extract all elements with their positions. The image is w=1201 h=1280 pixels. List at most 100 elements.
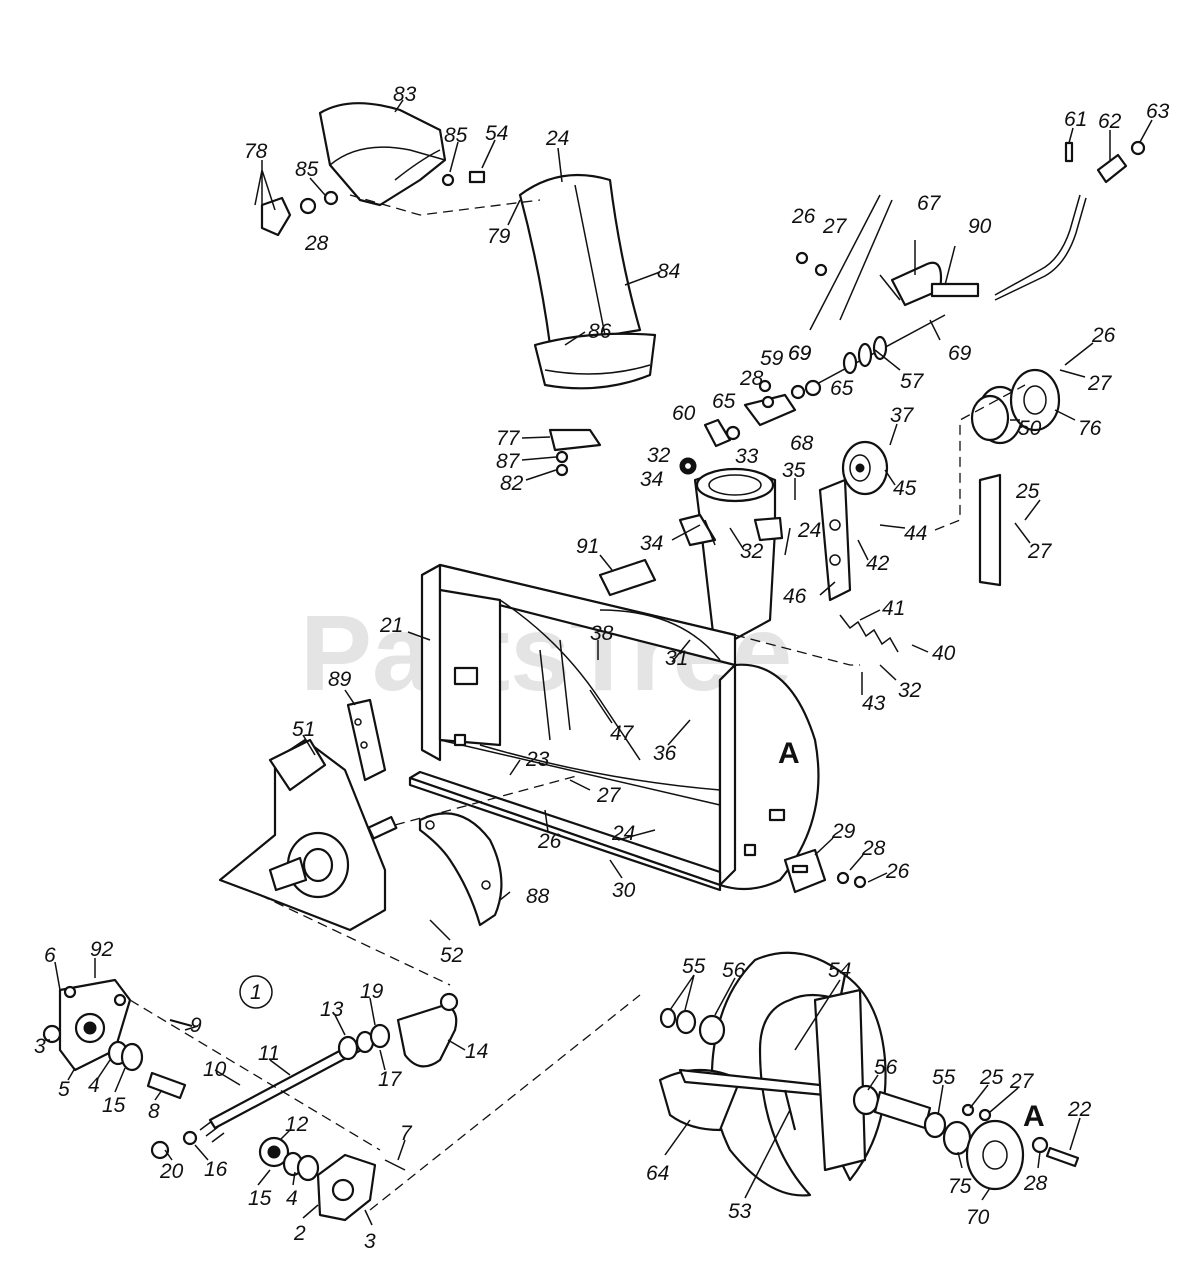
part-label: 11 xyxy=(258,1042,280,1065)
part-label: 45 xyxy=(893,477,917,500)
part-label: 84 xyxy=(657,260,680,283)
part-label: 68 xyxy=(790,432,814,455)
part-label: 70 xyxy=(966,1206,990,1229)
part-label: 28 xyxy=(304,232,329,255)
section-marker: 1 xyxy=(250,981,262,1004)
part-label: 41 xyxy=(882,597,905,620)
part-label: 50 xyxy=(1018,417,1042,440)
ref-mark-a-housing: A xyxy=(778,737,800,770)
support-bar-27 xyxy=(978,473,1002,587)
part-label: 9 xyxy=(190,1014,202,1037)
part-label: 28 xyxy=(861,837,886,860)
part-label: 32 xyxy=(740,540,764,563)
part-label: 12 xyxy=(285,1113,309,1136)
gasket-14 xyxy=(396,992,459,1068)
bracket-91 xyxy=(598,558,657,597)
part-label: 27 xyxy=(822,215,848,238)
part-label: 69 xyxy=(788,342,812,365)
part-label: 34 xyxy=(640,468,663,491)
section-marker-circle xyxy=(239,975,273,1009)
part-label: 7 xyxy=(400,1122,413,1145)
part-label: 4 xyxy=(286,1187,298,1210)
part-label: 56 xyxy=(874,1056,898,1079)
gear-case-51 xyxy=(218,738,398,932)
part-label: 26 xyxy=(1091,324,1116,347)
part-label: 53 xyxy=(728,1200,752,1223)
chute-flange-33 xyxy=(678,467,784,652)
part-label: 59 xyxy=(760,347,784,370)
part-label: 33 xyxy=(735,445,759,468)
spring-41 xyxy=(839,614,899,653)
part-label: 13 xyxy=(320,998,344,1021)
bracket-89 xyxy=(346,698,387,782)
part-label: 34 xyxy=(640,532,663,555)
part-label: 24 xyxy=(545,127,569,150)
part-label: 32 xyxy=(647,444,671,467)
part-label: 26 xyxy=(537,830,562,853)
part-label: 20 xyxy=(159,1160,184,1183)
part-label: 46 xyxy=(783,585,807,608)
part-label: 57 xyxy=(900,370,925,393)
part-label: 79 xyxy=(487,225,511,248)
part-label: 91 xyxy=(576,535,599,558)
knob-78 xyxy=(260,170,486,237)
part-label: 69 xyxy=(788,342,812,365)
worm-gear-12 xyxy=(258,1136,320,1182)
part-label: 21 xyxy=(379,614,403,637)
part-label: 23 xyxy=(525,748,550,771)
part-label: 27 xyxy=(1087,372,1113,395)
part-label: 61 xyxy=(1064,108,1087,131)
chute-84 xyxy=(518,173,657,390)
bearing-housing-88 xyxy=(418,812,503,927)
part-labels: 83 78 85 85 54 24 28 79 84 86 77 87 82 6… xyxy=(34,83,1170,1253)
part-label: 4 xyxy=(88,1074,100,1097)
part-label: 83 xyxy=(393,83,417,106)
part-label: 87 xyxy=(496,450,521,473)
part-label: 14 xyxy=(465,1040,488,1063)
part-label: 86 xyxy=(588,320,612,343)
part-label: 3 xyxy=(34,1035,46,1058)
part-label: 5 xyxy=(58,1078,70,1101)
shave-plate-30 xyxy=(408,770,722,892)
chute-bracket-77 xyxy=(548,428,602,477)
part-label: 55 xyxy=(682,955,706,978)
part-label: 78 xyxy=(244,140,268,163)
gear-case-half-2 xyxy=(316,1153,377,1222)
crank-shaft-57 xyxy=(790,251,946,400)
part-label: 35 xyxy=(782,459,806,482)
skid-29 xyxy=(783,848,867,894)
part-label: 88 xyxy=(526,885,550,908)
part-label: 85 xyxy=(295,158,319,181)
part-label: 15 xyxy=(102,1094,126,1117)
part-label: 55 xyxy=(932,1066,956,1089)
chute-crank-rod xyxy=(994,140,1146,301)
part-label: 6 xyxy=(44,944,56,967)
part-label: 54 xyxy=(485,122,508,145)
part-label: 26 xyxy=(791,205,816,228)
part-label: 62 xyxy=(1098,110,1122,133)
part-label: 17 xyxy=(378,1068,403,1091)
part-label: 30 xyxy=(612,879,636,902)
part-label: 60 xyxy=(672,402,696,425)
part-label: 64 xyxy=(646,1162,669,1185)
part-label: 36 xyxy=(653,742,677,765)
part-label: 82 xyxy=(500,472,524,495)
part-label: 32 xyxy=(898,679,922,702)
part-label: 38 xyxy=(590,622,614,645)
part-label: 76 xyxy=(1078,417,1102,440)
part-label: 44 xyxy=(904,522,927,545)
part-label: 16 xyxy=(204,1158,228,1181)
part-label: 89 xyxy=(328,668,352,691)
part-label: 77 xyxy=(496,427,521,450)
spacers-55-left xyxy=(659,1007,726,1046)
idler-pulley-45 xyxy=(841,440,889,496)
part-label: 24 xyxy=(611,822,635,845)
part-label: 8 xyxy=(148,1100,160,1123)
part-label: 51 xyxy=(292,718,315,741)
part-label: 10 xyxy=(203,1058,227,1081)
part-label: 2 xyxy=(293,1222,306,1245)
key-8 xyxy=(146,1071,187,1100)
ref-mark-a-auger: A xyxy=(1023,1100,1045,1133)
part-label: 42 xyxy=(866,552,890,575)
crank-bracket-67 xyxy=(809,194,980,331)
